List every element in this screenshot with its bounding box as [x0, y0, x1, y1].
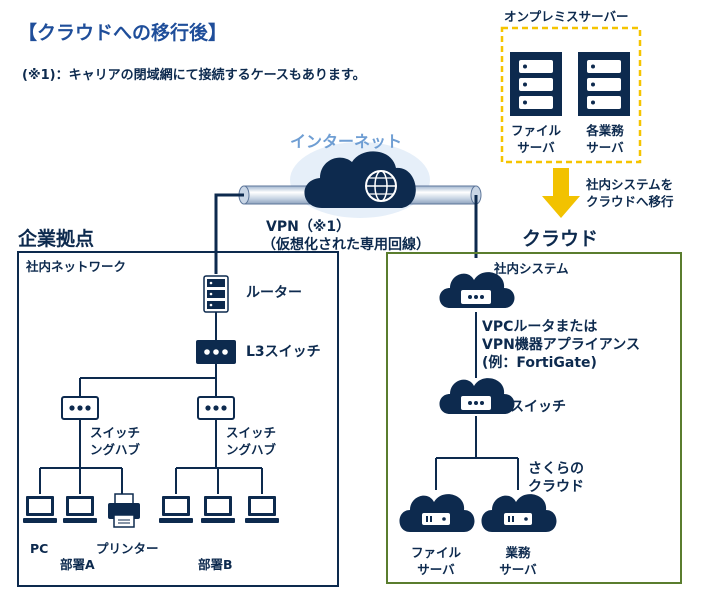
migrate-label: 社内システムをクラウドへ移行 [586, 177, 674, 209]
onprem-business-server-label: 各業務サーバ [586, 123, 624, 155]
dept-b-label: 部署B [198, 557, 233, 572]
cloud-switch-label: スイッチ [510, 399, 566, 415]
vpc-router-cloud-icon [439, 272, 515, 308]
internet-label: インターネット [290, 132, 403, 151]
sakura-cloud-label: さくらのクラウド [528, 461, 584, 495]
cloud-file-server-icon [399, 494, 475, 532]
cloud-business-server-icon [481, 494, 557, 532]
pc-icon [159, 496, 193, 523]
hub-b-label: スイッチングハブ [226, 425, 277, 457]
internet-cloud-icon [304, 151, 416, 208]
printer-label: プリンター [96, 541, 159, 556]
office-box [17, 251, 339, 587]
page-title: 【クラウドへの移行後】 [18, 22, 228, 44]
cloud-title: クラウド [522, 228, 599, 250]
dept-a-label: 部署A [60, 557, 95, 572]
cloud-system-label: 社内システム [494, 261, 569, 276]
onprem-business-server-icon [578, 52, 630, 116]
pc-label: PC [30, 541, 49, 556]
office-network-label: 社内ネットワーク [26, 259, 127, 274]
router-icon [203, 275, 229, 313]
office-title: 企業拠点 [18, 228, 95, 250]
printer-icon [108, 493, 140, 528]
vpn-label: VPN（※1）（仮想化された専用回線） [262, 219, 430, 253]
onprem-box [500, 26, 642, 164]
switch-cloud-icon [439, 378, 515, 414]
onprem-title: オンプレミスサーバー [504, 9, 629, 24]
pc-icon [23, 496, 57, 523]
router-label: ルーター [246, 285, 302, 301]
onprem-file-server-label: ファイルサーバ [510, 123, 561, 155]
onprem-file-server-icon [510, 52, 562, 116]
pc-icon [245, 496, 279, 523]
cloud-business-server-label: 業務サーバ [499, 545, 537, 577]
cloud-box [386, 252, 682, 584]
hub-b-icon [197, 396, 235, 420]
l3-switch-label: L3スイッチ [246, 344, 321, 360]
hub-a-icon [61, 396, 99, 420]
note-text: (※1)：キャリアの閉域網にて接続するケースもあります。 [22, 68, 366, 83]
pc-icon [201, 496, 235, 523]
l3-switch-icon [196, 340, 236, 364]
hub-a-label: スイッチングハブ [90, 425, 141, 457]
migration-arrow-icon [542, 168, 580, 218]
pc-icon [63, 496, 97, 523]
cloud-file-server-label: ファイルサーバ [410, 545, 461, 577]
